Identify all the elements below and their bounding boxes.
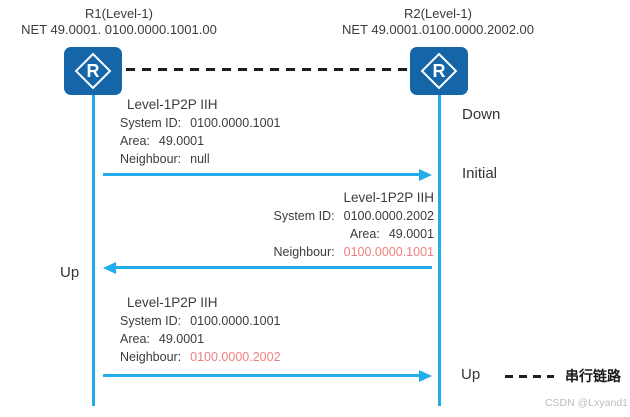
iih-message-1: Level-1P2P IIH System ID:0100.0000.1001 …: [120, 96, 281, 168]
serial-link-legend-dashes: [505, 375, 554, 378]
message-row: System ID:0100.0000.1001: [120, 314, 281, 328]
timeline-r2: [438, 95, 441, 406]
router-r2-name: R2(Level-1): [404, 6, 472, 21]
message-title: Level-1P2P IIH: [127, 295, 218, 310]
arrow-r2-to-r1: [116, 266, 432, 269]
message-row: Area:49.0001: [349, 227, 434, 241]
state-up-left-label: Up: [60, 264, 80, 281]
state-down-label: Down: [462, 106, 501, 123]
arrow-r1-to-r2-2: [103, 374, 419, 377]
router-r2-header: R2(Level-1) NET 49.0001.0100.0000.2002.0…: [320, 6, 556, 38]
message-row: Area:49.0001: [120, 332, 205, 346]
state-initial-label: Initial: [462, 165, 498, 182]
state-up-right-label: Up: [461, 366, 481, 383]
router-letter: R: [432, 61, 446, 81]
message-row: System ID:0100.0000.2002: [273, 209, 435, 223]
message-row: System ID:0100.0000.1001: [120, 116, 281, 130]
watermark-text: CSDN @Lxyand1: [544, 397, 628, 409]
message-title: Level-1P2P IIH: [343, 190, 434, 205]
arrow-r1-to-r2-1: [103, 173, 419, 176]
serial-link-dashed-line: [126, 68, 409, 71]
iih-message-3: Level-1P2P IIH System ID:0100.0000.1001 …: [120, 294, 281, 366]
message-row: Area:49.0001: [120, 134, 205, 148]
router-r2-net: NET 49.0001.0100.0000.2002.00: [341, 22, 535, 37]
message-row: Neighbour:0100.0000.2002: [120, 350, 281, 364]
timeline-r1: [92, 95, 95, 406]
message-row: Neighbour:0100.0000.1001: [273, 245, 434, 259]
router-r1-net: NET 49.0001. 0100.0000.1001.00: [21, 22, 217, 37]
router-letter: R: [86, 61, 100, 81]
router-icon-r2: R: [410, 47, 468, 95]
router-r1-name: R1(Level-1): [85, 6, 153, 21]
router-icon-r1: R: [64, 47, 122, 95]
router-r1-header: R1(Level-1) NET 49.0001. 0100.0000.1001.…: [8, 6, 230, 38]
message-row: Neighbour:null: [120, 152, 210, 166]
serial-link-legend-label: 串行链路: [565, 368, 621, 384]
iih-message-2: Level-1P2P IIH System ID:0100.0000.2002 …: [273, 189, 434, 261]
message-title: Level-1P2P IIH: [127, 97, 218, 112]
